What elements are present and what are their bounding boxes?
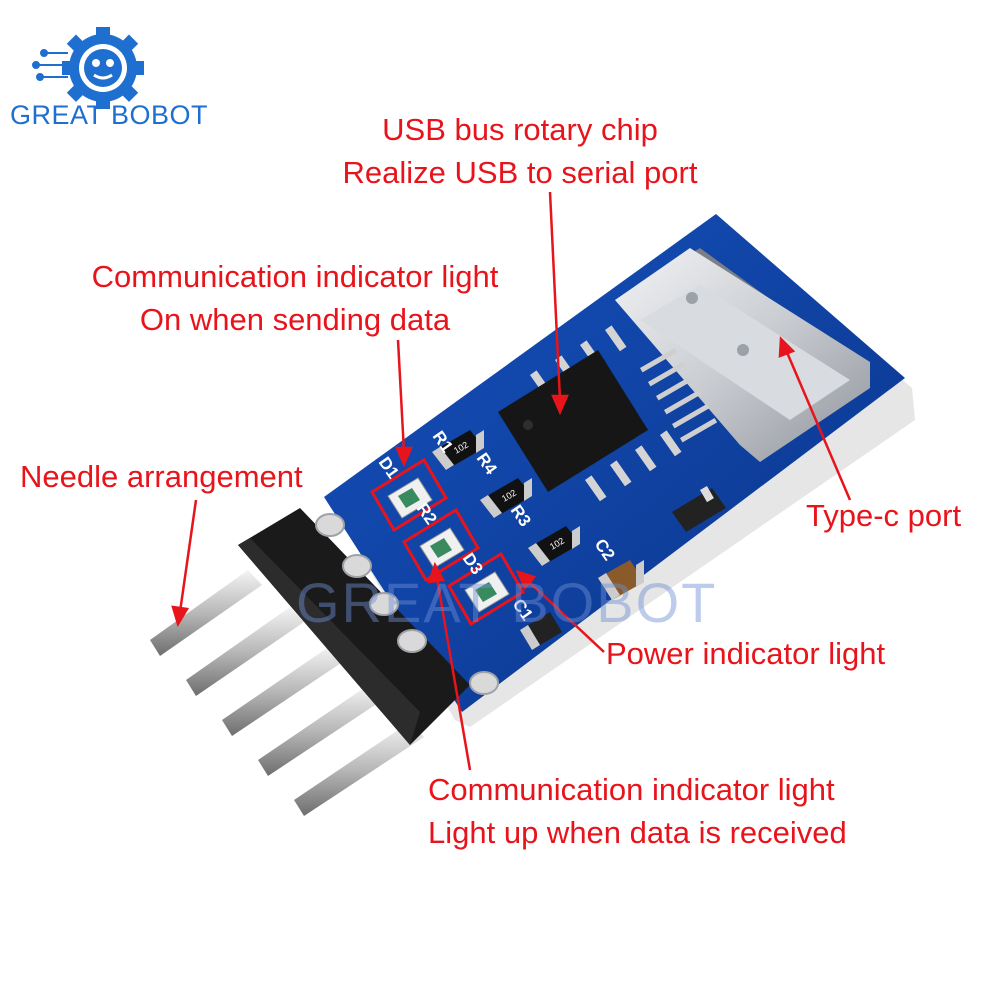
- label-needle-arrangement: Needle arrangement: [20, 459, 303, 494]
- label-line: Communication indicator light: [91, 259, 499, 294]
- led-d2: [401, 507, 481, 583]
- annotation-arrows: [171, 191, 852, 771]
- gear-icon: [62, 27, 144, 109]
- type-c-connector: [615, 248, 870, 462]
- led-d3: [446, 551, 526, 627]
- led-d1-highlight: [369, 457, 449, 533]
- brand-name: GREAT BOBOT: [10, 100, 209, 130]
- label-line: Light up when data is received: [428, 815, 847, 850]
- resistor: 102: [432, 430, 484, 470]
- label-line: Realize USB to serial port: [342, 155, 698, 190]
- watermark: GREAT BOBOT: [296, 571, 718, 634]
- label-power-indicator: Power indicator light: [606, 636, 886, 671]
- pin-header: [150, 508, 499, 816]
- led-d3-highlight: [446, 551, 526, 627]
- led-d1: [369, 457, 449, 533]
- led-d2-highlight: [401, 507, 481, 583]
- brand-logo: [32, 27, 144, 109]
- header-plastic: [238, 508, 470, 745]
- resistor: 102: [480, 478, 532, 518]
- label-rx-indicator: Communication indicator light Light up w…: [428, 768, 847, 854]
- capacitor-c2: [598, 560, 644, 600]
- usb-serial-chip: [498, 325, 682, 502]
- label-line: On when sending data: [139, 302, 451, 337]
- capacitor-c1: [520, 612, 562, 650]
- label-tx-indicator: Communication indicator light On when se…: [40, 255, 550, 341]
- label-usb-chip: USB bus rotary chip Realize USB to seria…: [300, 108, 740, 194]
- resistor: 102: [528, 526, 580, 566]
- circuit-lines-icon: [32, 49, 68, 81]
- label-line: USB bus rotary chip: [382, 112, 658, 147]
- diode: [672, 486, 726, 532]
- type-c-pins: [640, 348, 718, 443]
- label-line: Communication indicator light: [428, 772, 835, 807]
- label-type-c-port: Type-c port: [806, 498, 962, 533]
- header-pin: [150, 570, 424, 816]
